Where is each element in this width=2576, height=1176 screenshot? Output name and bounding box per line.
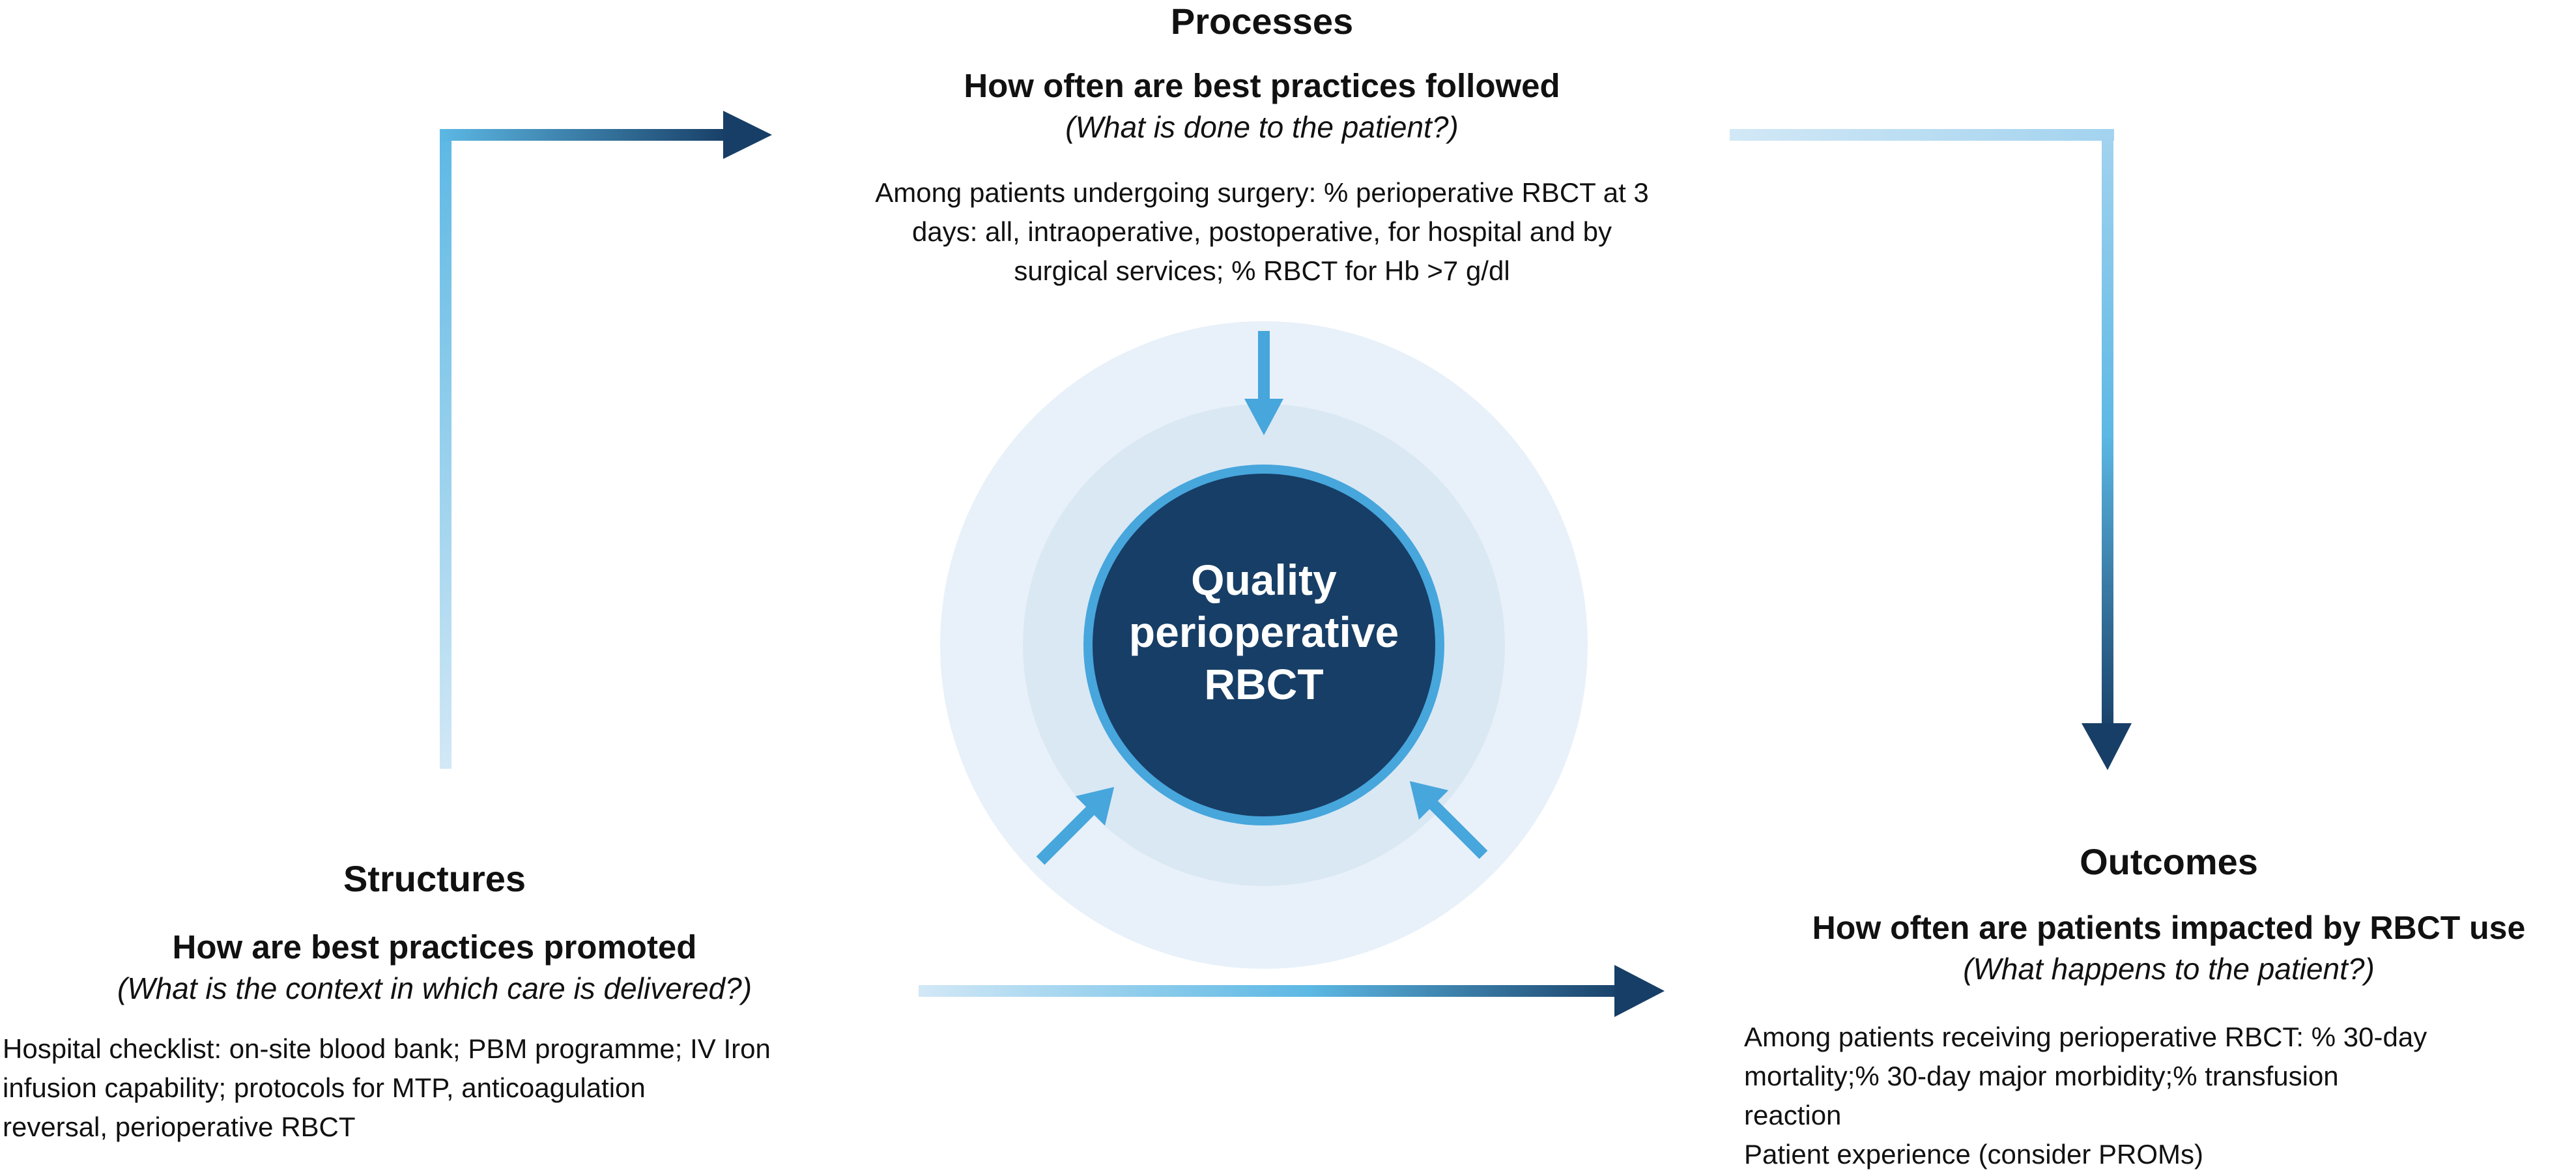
quality-center-label: Quality perioperative RBCT [1081,554,1446,710]
quality-core-circle [1083,465,1444,825]
structures-to-outcomes-arrow [919,965,1665,1017]
outcomes-line: Patient experience (consider PROMs) [1744,1139,2203,1169]
processes-to-outcomes-arrow [1730,129,2132,770]
processes-question: (What is done to the patient?) [1065,110,1459,144]
center-label-line: Quality [1191,556,1337,604]
arrow-head-right [1614,965,1665,1017]
processes-line: days: all, intraoperative, postoperative… [912,216,1612,247]
inward-arrow-bottom-right [1409,781,1488,859]
outcomes-line: Among patients receiving perioperative R… [1744,1022,2427,1052]
structures-subtitle: How are best practices promoted [172,928,697,966]
outcomes-question: (What happens to the patient?) [1963,952,2375,986]
center-label-line: RBCT [1204,660,1324,708]
structures-line: reversal, perioperative RBCT [3,1111,356,1142]
structures-to-processes-arrow [440,111,772,769]
outcomes-line: mortality;% 30-day major morbidity;% tra… [1744,1061,2339,1091]
outcomes-subtitle: How often are patients impacted by RBCT … [1812,910,2526,946]
structures-title: Structures [343,858,526,899]
arrow-horizontal-segment [919,985,1629,997]
structures-question: (What is the context in which care is de… [117,971,752,1005]
structures-description: Hospital checklist: on-site blood bank; … [3,1029,771,1147]
arrow-horizontal-segment [440,129,730,141]
arrow-horizontal-segment [1730,129,2114,141]
processes-title: Processes [1170,1,1354,42]
outcomes-description: Among patients receiving perioperative R… [1744,1018,2427,1174]
arrow-vertical-segment [440,134,451,769]
processes-subtitle: How often are best practices followed [964,67,1560,104]
processes-description: Among patients undergoing surgery: % per… [741,173,1783,291]
outcomes-title: Outcomes [2080,841,2258,882]
arrow-head-down [2082,723,2132,770]
inward-arrow-top [1244,331,1283,435]
processes-line: Among patients undergoing surgery: % per… [875,177,1649,208]
structures-line: infusion capability; protocols for MTP, … [3,1072,646,1103]
arrow-head-right [723,111,772,159]
structures-line: Hospital checklist: on-site blood bank; … [3,1033,771,1064]
center-label-line: perioperative [1128,608,1399,656]
outcomes-line: reaction [1744,1100,1842,1130]
inward-arrow-bottom-left [1036,786,1115,865]
processes-line: surgical services; % RBCT for Hb >7 g/dl [1014,255,1510,286]
arrow-vertical-segment [2102,134,2113,736]
